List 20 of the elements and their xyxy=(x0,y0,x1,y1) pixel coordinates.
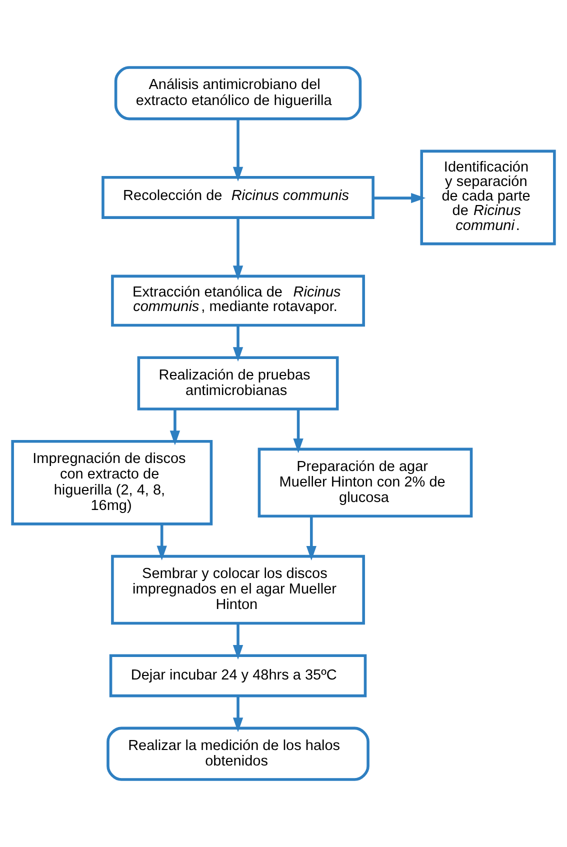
arrow xyxy=(373,192,426,204)
node-box: Realización de pruebas antimicrobianas xyxy=(137,356,339,410)
node-box: Realizar la medición de los halos obtenidos xyxy=(106,726,370,781)
node-box: Identificación y separación de cada parte de Ricinus communi. xyxy=(420,150,556,246)
arrow xyxy=(170,409,180,446)
node-box: Extracción etanólica de Ricinus communis, mediante rotavapor. xyxy=(111,274,365,327)
arrow xyxy=(232,118,244,182)
node-box: Dejar incubar 24 y 48hrs a 35ºC xyxy=(109,654,367,698)
node-box: Impregnación de discos con extracto de higuerilla (2, 4, 8, 16mg) xyxy=(11,440,213,526)
arrow xyxy=(293,409,304,454)
arrow xyxy=(232,218,244,280)
node-box: Recolección de Ricinus communis xyxy=(102,176,374,219)
arrow xyxy=(232,696,244,732)
node-box: Análisis antimicrobiano del extracto etanólico de higuerilla xyxy=(114,66,362,120)
arrow xyxy=(232,624,244,660)
arrow xyxy=(156,524,167,560)
node-box: Preparación de agar Mueller Hinton con 2% de glucosa xyxy=(258,448,473,518)
node-box: Sembrar y colocar los discos impregnados en el agar Mueller Hinton xyxy=(111,554,365,625)
arrow xyxy=(306,516,316,561)
arrow xyxy=(232,326,244,362)
